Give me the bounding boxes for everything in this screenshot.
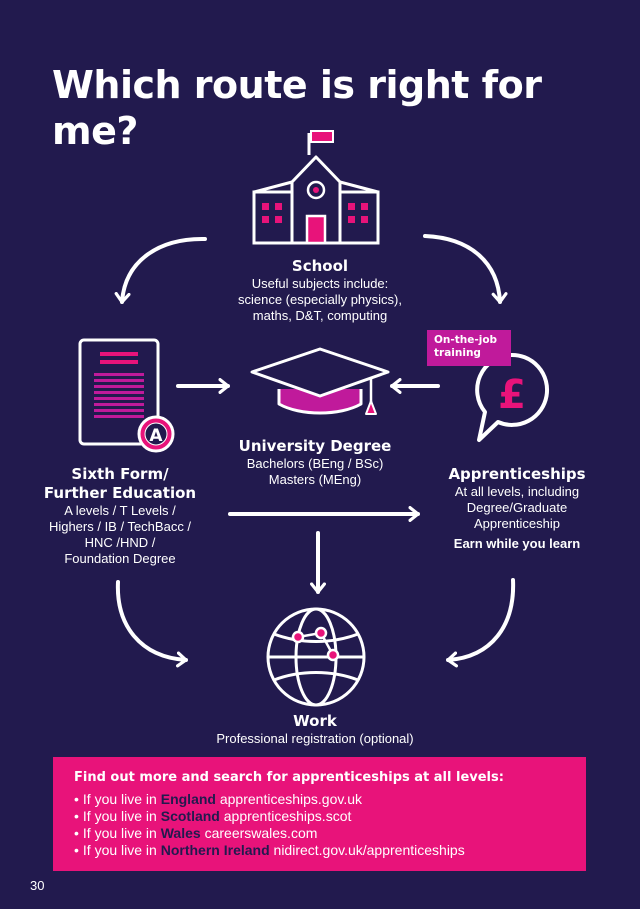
bullet: • — [74, 808, 79, 824]
apprenticeships-line: At all levels, including — [454, 484, 580, 499]
school-heading: School — [291, 257, 349, 275]
website-link[interactable]: careerswales.com — [204, 825, 318, 841]
pound-symbol: £ — [498, 372, 526, 418]
work-line: Professional registration (optional) — [216, 731, 414, 746]
sixth-form-line: Foundation Degree — [64, 551, 176, 566]
work-heading: Work — [293, 712, 337, 730]
country-name: Scotland — [160, 808, 220, 824]
school-line: maths, D&T, computing — [252, 308, 388, 323]
find-out-more-box: Find out more and search for apprentices… — [53, 757, 586, 871]
country-name: Wales — [160, 825, 201, 841]
sixth-form-line: HNC /HND / — [84, 535, 156, 550]
apprenticeships-heading: Apprenticeships — [448, 465, 586, 483]
university-section: University Degree Bachelors (BEng / BSc)… — [210, 437, 420, 488]
university-line: Masters (MEng) — [268, 472, 362, 487]
arrow-sixth-form-to-work — [115, 580, 188, 668]
sixth-form-line: Highers / IB / TechBacc / — [48, 519, 192, 534]
earn-while-you-learn: Earn while you learn — [453, 536, 581, 551]
bullet: • — [74, 791, 79, 807]
arrow-school-to-apprenticeships — [423, 234, 508, 304]
page-title: Which route is right for me? — [52, 63, 542, 153]
arrow-apprenticeships-to-work — [446, 578, 516, 668]
country-links-list: •If you live in England apprenticeships.… — [74, 791, 565, 859]
country-name: Northern Ireland — [160, 842, 270, 858]
university-line: Bachelors (BEng / BSc) — [246, 456, 384, 471]
graduation-cap-icon — [250, 347, 390, 415]
country-name: England — [160, 791, 216, 807]
work-section: Work Professional registration (optional… — [180, 712, 450, 747]
network-globe-icon — [266, 607, 366, 707]
university-heading: University Degree — [238, 437, 392, 455]
school-section: School Useful subjects include: science … — [205, 257, 435, 324]
prefix: If you live in — [82, 808, 157, 824]
apprenticeships-line: Degree/Graduate — [466, 500, 568, 515]
sixth-form-section: Sixth Form/ Further Education A levels /… — [30, 465, 210, 567]
page-number: 30 — [30, 878, 45, 893]
prefix: If you live in — [82, 791, 157, 807]
on-the-job-training-tag: On-the-job training — [427, 330, 511, 366]
grade-letter: A — [149, 426, 163, 446]
website-link[interactable]: nidirect.gov.uk/apprenticeships — [273, 842, 465, 858]
school-line: Useful subjects include: — [251, 276, 389, 291]
prefix: If you live in — [82, 825, 157, 841]
arrow-school-to-sixth-form — [114, 236, 207, 304]
apprenticeships-section: Apprenticeships At all levels, including… — [432, 465, 602, 552]
list-item: •If you live in England apprenticeships.… — [74, 791, 565, 808]
list-item: •If you live in Scotland apprenticeships… — [74, 808, 565, 825]
info-heading: Find out more and search for apprentices… — [74, 770, 504, 785]
document-grade-a-icon: A — [78, 338, 175, 453]
sixth-form-line: A levels / T Levels / — [64, 503, 176, 518]
sixth-form-heading: Sixth Form/ — [71, 465, 169, 483]
website-link[interactable]: apprenticeships.gov.uk — [219, 791, 363, 807]
website-link[interactable]: apprenticeships.scot — [223, 808, 352, 824]
sixth-form-heading: Further Education — [43, 484, 197, 502]
pound-speech-bubble-icon: £ — [475, 352, 550, 442]
prefix: If you live in — [82, 842, 157, 858]
list-item: •If you live in Northern Ireland nidirec… — [74, 842, 565, 859]
bullet: • — [74, 825, 79, 841]
school-building-icon — [252, 130, 380, 245]
bullet: • — [74, 842, 79, 858]
apprenticeships-line: Apprenticeship — [474, 516, 560, 531]
list-item: •If you live in Wales careerswales.com — [74, 825, 565, 842]
school-line: science (especially physics), — [237, 292, 402, 307]
